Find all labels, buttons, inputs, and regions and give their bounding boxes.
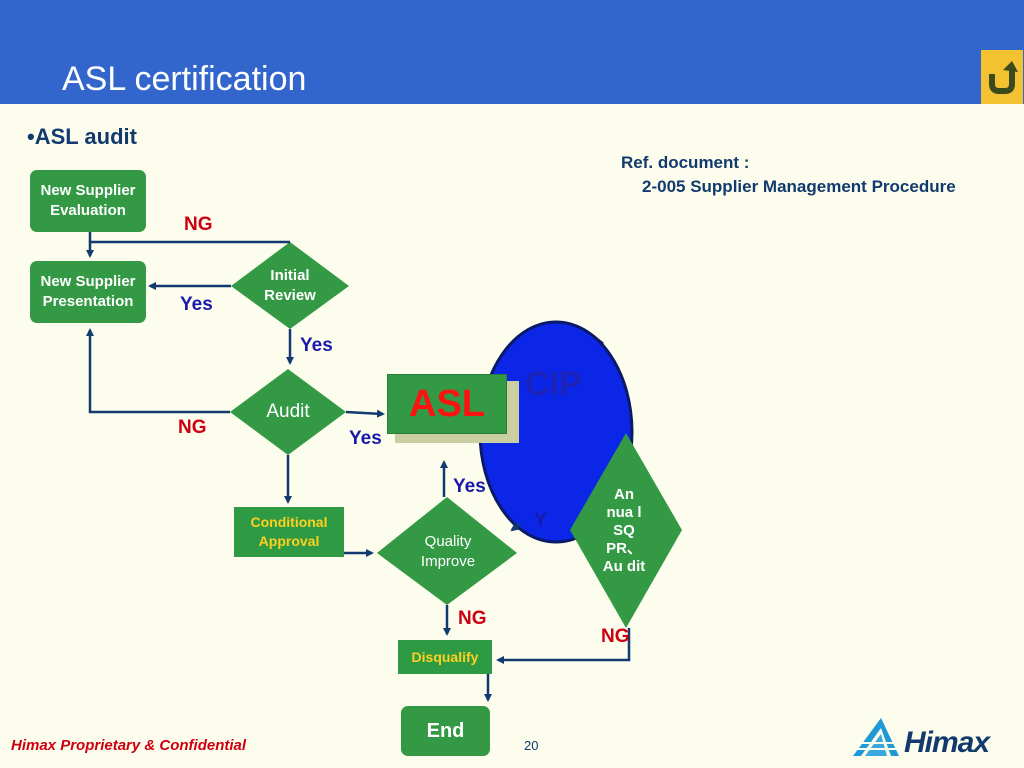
connector-audit-yes-asl [345,409,385,418]
node-new-supplier-evaluation[interactable]: New Supplier Evaluation [30,170,146,232]
himax-logo-text: Himax [904,726,990,759]
cip-arrow-top [592,334,604,346]
cip-arrow-bottom [510,522,521,532]
return-button[interactable] [981,50,1023,104]
cip-label: CIP [525,365,582,403]
slide-title: ASL certification [62,60,307,98]
label-ng-audit: NG [178,417,207,438]
node-new-supplier-presentation[interactable]: New Supplier Presentation [30,261,146,323]
label-ng-initial-review: NG [184,214,213,235]
label-ng-annual: NG [601,626,630,647]
ref-line-1: Ref. document : [621,153,750,172]
connector-audit-ng [86,328,230,414]
label-yes-to-audit: Yes [300,335,333,356]
himax-logo-icon [853,718,901,756]
page-number: 20 [524,738,539,753]
label-yes-audit: Yes [349,428,382,449]
bullet-asl-audit: •ASL audit [27,124,137,149]
node-end[interactable]: End [401,706,490,756]
label-quality-improve: Quality Improve [420,533,476,570]
header-bar [0,0,1024,104]
connector-review-ng [86,240,290,258]
label-y-annual: Y [534,510,547,531]
label-ng-quality: NG [458,608,487,629]
connector-annual-ng-disqualify [496,628,631,664]
node-conditional-approval[interactable]: Conditional Approval [234,507,344,557]
label-yes-initial-review: Yes [180,294,213,315]
audit-diamond [230,369,346,455]
node-disqualify[interactable]: Disqualify [398,640,492,674]
ref-line-2: 2-005 Supplier Management Procedure [642,177,956,196]
return-arrow-icon [989,61,1018,94]
label-annual-sqpr-audit: An nua l SQ PR、 Au dit [602,486,646,575]
label-initial-review: Initial Review [264,267,316,304]
quality-improve-diamond [377,497,517,605]
annual-audit-diamond [570,433,682,628]
reference-document: Ref. document : 2-005 Supplier Managemen… [621,151,956,199]
footer-confidential: Himax Proprietary & Confidential [11,737,247,754]
label-yes-quality: Yes [453,476,486,497]
label-audit: Audit [266,401,310,422]
initial-review-diamond [231,242,349,329]
node-asl[interactable]: ASL [387,374,507,434]
